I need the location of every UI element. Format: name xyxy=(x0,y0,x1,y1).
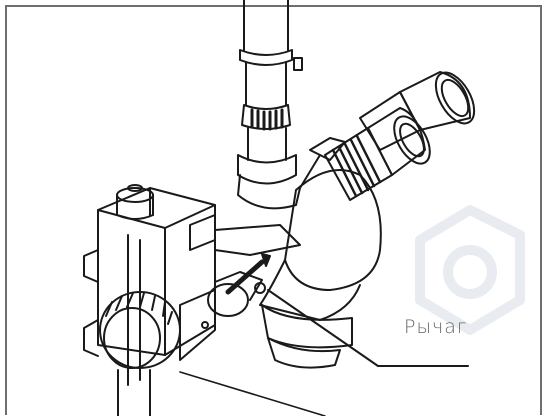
lower-post xyxy=(117,369,326,416)
watermark-gear-icon xyxy=(415,205,525,335)
focus-block xyxy=(97,187,216,386)
eyepiece-right xyxy=(359,71,476,151)
lever-direction-arrow-icon xyxy=(225,253,271,295)
post-knurled-ring xyxy=(237,104,297,185)
eyepiece-left xyxy=(324,107,431,201)
mounting-plate xyxy=(179,224,301,361)
lever-callout-label: Рычаг xyxy=(404,316,468,338)
microscope-head xyxy=(237,137,382,369)
callout-leader-line xyxy=(267,289,469,367)
figure-border xyxy=(5,5,542,415)
top-knob xyxy=(116,184,154,220)
vertical-post xyxy=(239,0,303,106)
side-knobs xyxy=(83,249,99,357)
lever-knob xyxy=(207,271,266,317)
